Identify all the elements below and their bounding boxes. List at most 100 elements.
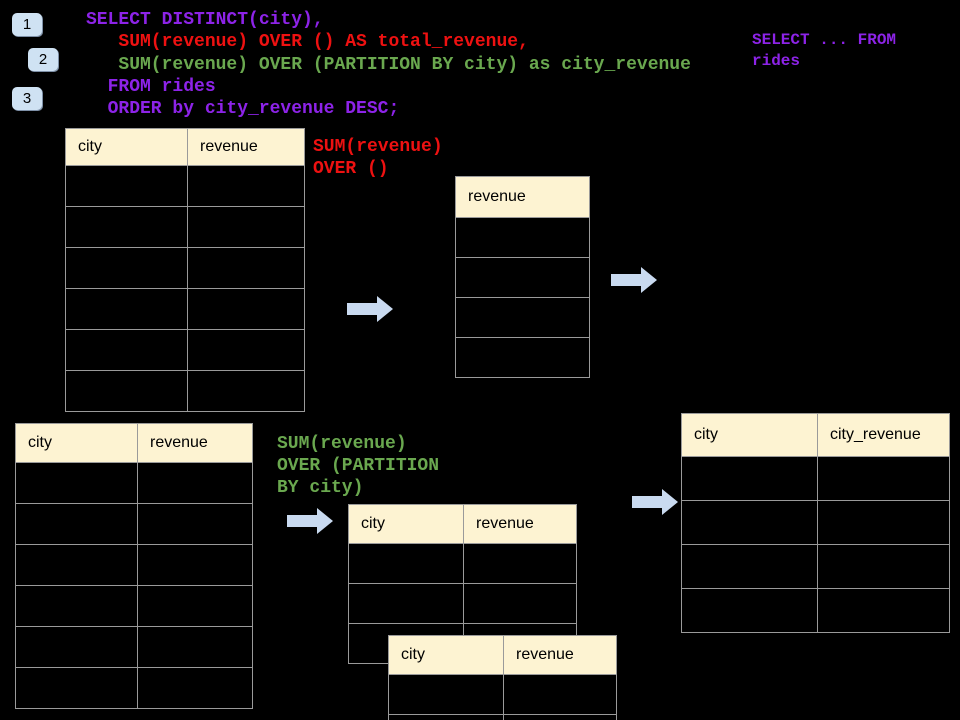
table-cell [137, 544, 253, 586]
table-row [65, 206, 305, 248]
table-cell [681, 456, 818, 501]
column-header: revenue [455, 176, 590, 218]
table-row [65, 370, 305, 412]
table-row [455, 217, 590, 258]
column-header: city [348, 504, 464, 544]
code-line: OVER (PARTITION [277, 456, 440, 476]
table-cell [137, 667, 253, 709]
arrow-right-icon [287, 508, 333, 534]
table-cell [681, 544, 818, 589]
table-cell [681, 588, 818, 633]
table-cell [187, 370, 305, 412]
table-cell [348, 583, 464, 624]
table-cell [15, 667, 138, 709]
code-line: SELECT ... FROM [752, 31, 897, 49]
table-cell [187, 206, 305, 248]
table-cell [503, 674, 617, 715]
table-cell [455, 217, 590, 258]
table-cell [388, 674, 504, 715]
table-cell [65, 329, 188, 371]
table-row [15, 585, 253, 627]
table-row [388, 714, 617, 720]
table-cell [137, 626, 253, 668]
step-badge-3: 3 [12, 87, 42, 110]
code-line: SUM(revenue) OVER () AS total_revenue, [86, 32, 529, 53]
table-cell [817, 588, 950, 633]
code-line: OVER () [313, 159, 389, 179]
table-cell [817, 544, 950, 589]
table-cell [388, 714, 504, 720]
table-cell [15, 462, 138, 504]
table-row [65, 247, 305, 289]
code-line: SUM(revenue) [313, 137, 443, 157]
table-row [455, 337, 590, 378]
table-row [15, 462, 253, 504]
sql-query-code: SELECT DISTINCT(city), SUM(revenue) OVER… [86, 9, 691, 120]
table-cell [503, 714, 617, 720]
code-line: SUM(revenue) OVER (PARTITION BY city) as… [86, 54, 691, 75]
table-row [455, 257, 590, 298]
column-header: revenue [187, 128, 305, 166]
table-cell [463, 583, 577, 624]
table-cell [187, 165, 305, 207]
table-row [348, 583, 577, 624]
table-row [681, 500, 950, 545]
table-cell [187, 329, 305, 371]
code-line: FROM rides [86, 76, 216, 97]
table-cell [817, 500, 950, 545]
table-row [388, 674, 617, 715]
table-row [15, 626, 253, 668]
table-cell [65, 247, 188, 289]
table-cell [15, 544, 138, 586]
table-cell [15, 503, 138, 545]
step-badge-1: 1 [12, 13, 42, 36]
code-line: ORDER by city_revenue DESC; [86, 99, 400, 120]
column-header: revenue [503, 635, 617, 675]
table-cell [463, 543, 577, 584]
table-cell [455, 257, 590, 298]
table-row [65, 329, 305, 371]
table-cell [681, 500, 818, 545]
table-row [15, 544, 253, 586]
table-row [681, 544, 950, 589]
table-cell [65, 370, 188, 412]
code-line: BY city) [277, 478, 364, 498]
table-row [15, 667, 253, 709]
annotation-sum-over-all: SUM(revenue)OVER () [313, 136, 443, 180]
column-header: revenue [137, 423, 253, 463]
table-cell [65, 206, 188, 248]
table-row [455, 297, 590, 338]
table-cell [15, 585, 138, 627]
table-cell [455, 337, 590, 378]
table-cell [65, 288, 188, 330]
table-cell [817, 456, 950, 501]
step-badge-2: 2 [28, 48, 58, 71]
table-total-revenue: revenue [455, 176, 590, 378]
table-cell [65, 165, 188, 207]
table-cell [137, 585, 253, 627]
arrow-right-icon [632, 489, 678, 515]
table-cell [187, 247, 305, 289]
column-header: city [681, 413, 818, 457]
column-header: city [388, 635, 504, 675]
column-header: city_revenue [817, 413, 950, 457]
arrow-right-icon [347, 296, 393, 322]
table-cell [187, 288, 305, 330]
code-line: SELECT DISTINCT(city), [86, 10, 324, 30]
table-cell [15, 626, 138, 668]
table-row [681, 456, 950, 501]
table-cell [137, 503, 253, 545]
table-row [348, 543, 577, 584]
table-row [15, 503, 253, 545]
table-row [65, 288, 305, 330]
table-row [65, 165, 305, 207]
column-header: city [15, 423, 138, 463]
table-row [681, 588, 950, 633]
code-line: SUM(revenue) [277, 434, 407, 454]
